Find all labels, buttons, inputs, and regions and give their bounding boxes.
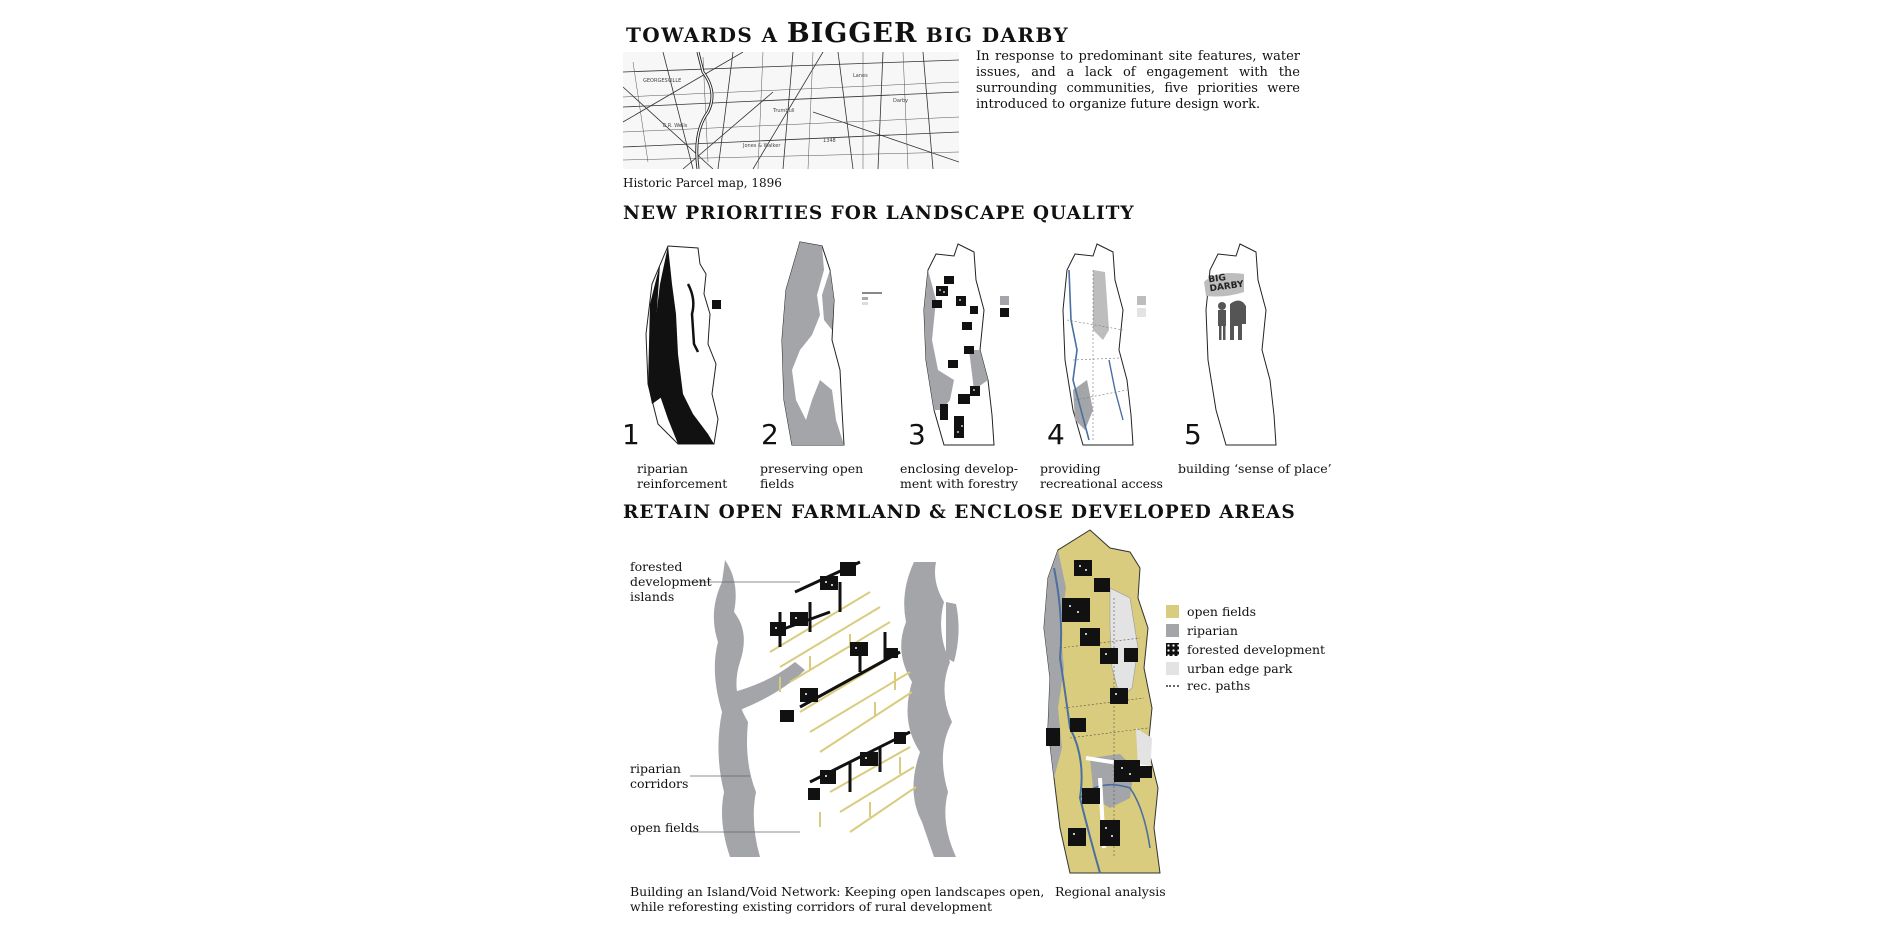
svg-text:1348: 1348 (823, 138, 836, 144)
priority-number-5: 5 (1184, 418, 1202, 451)
priority-2-map (781, 241, 845, 446)
legend-swatch (1166, 643, 1179, 656)
priority-1-legend-swatch (712, 300, 721, 309)
legend-forested-development: forested development (1166, 640, 1325, 659)
island-void-network-diagram (713, 560, 959, 857)
priority-2-legend (862, 292, 882, 305)
regional-analysis-map (1043, 529, 1161, 874)
network-caption: Building an Island/Void Network: Keeping… (630, 884, 1045, 914)
legend-swatch (1166, 605, 1179, 618)
svg-text:E.R. Wells: E.R. Wells (663, 123, 688, 129)
priority-4-legend (1137, 296, 1146, 317)
priority-number-3: 3 (908, 418, 926, 451)
network-heading: RETAIN OPEN FARMLAND & ENCLOSE DEVELOPED… (623, 502, 1296, 523)
priority-label-3: enclosing develop-ment with forestry (900, 461, 1019, 491)
legend-riparian: riparian (1166, 621, 1325, 640)
regional-caption: Regional analysis (1055, 884, 1166, 899)
legend-urban-edge-park: urban edge park (1166, 659, 1325, 678)
priority-3-map (923, 243, 995, 446)
priority-1-map (645, 245, 719, 445)
legend-swatch (1166, 662, 1179, 675)
annotation-open-fields: open fields (630, 820, 700, 835)
priority-3-legend (1000, 296, 1009, 317)
annotation-leaders (690, 581, 800, 833)
priority-4-map (1062, 243, 1134, 446)
priorities-heading: NEW PRIORITIES FOR LANDSCAPE QUALITY (623, 203, 1135, 224)
svg-text:Darby: Darby (893, 98, 908, 104)
legend-swatch (1166, 684, 1179, 687)
svg-text:Lanes: Lanes (853, 73, 868, 79)
legend-swatch (1166, 624, 1179, 637)
map-caption: Historic Parcel map, 1896 (623, 176, 782, 190)
intro-paragraph: In response to predominant site features… (976, 49, 1300, 112)
priority-number-1: 1 (622, 418, 640, 451)
svg-text:Jones & Walker: Jones & Walker (742, 143, 781, 149)
legend-rec-paths: rec. paths (1166, 678, 1325, 693)
svg-text:GEORGESVILLE: GEORGESVILLE (643, 78, 681, 84)
svg-text:Trumbull: Trumbull (772, 108, 795, 114)
page-title: TOWARDS A BIGGER BIG DARBY (626, 18, 1070, 49)
priority-number-2: 2 (761, 418, 779, 451)
regional-legend: open fields riparian forested developmen… (1166, 602, 1325, 693)
legend-open-fields: open fields (1166, 602, 1325, 621)
priority-label-5: building ‘sense of place’ (1178, 461, 1332, 476)
priority-number-4: 4 (1047, 418, 1065, 451)
priority-5-map (1204, 243, 1277, 446)
